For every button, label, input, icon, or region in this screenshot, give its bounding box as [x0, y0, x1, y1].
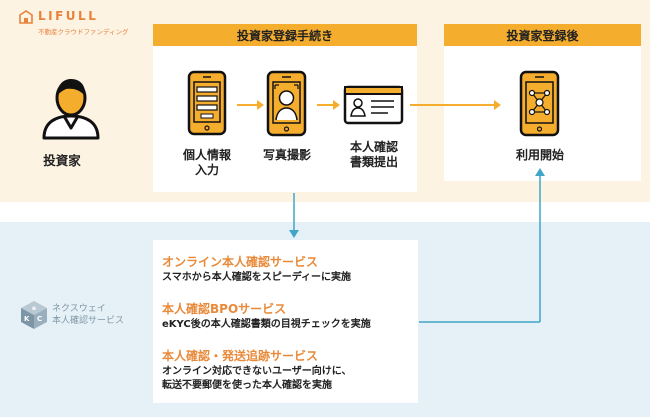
investor-person-icon — [42, 79, 100, 140]
service-desc-tracking-2: 転送不要郵便を使った本人確認を実施 — [162, 380, 332, 391]
arrow-right-long-icon — [410, 100, 501, 110]
provider-name: ネクスウェイ 本人確認サービス — [52, 304, 125, 326]
connector-down-arrow — [289, 193, 299, 238]
ekyc-cube-icon: e K C — [21, 301, 47, 329]
service-title-online: オンライン本人確認サービス — [162, 255, 319, 269]
services-panel: オンライン本人確認サービス スマホから本人確認をスピーディーに実施 本人確認BP… — [153, 240, 418, 403]
step-label-id-docs: 本人確認 書類提出 — [349, 140, 398, 169]
investor-label: 投資家 — [43, 153, 81, 168]
step-label-personal-info: 個人情報 入力 — [182, 148, 231, 177]
svg-text:C: C — [37, 315, 42, 323]
svg-text:e: e — [32, 305, 36, 312]
service-title-bpo: 本人確認BPOサービス — [162, 302, 287, 316]
nexway-ekyc-logo: e K C ネクスウェイ 本人確認サービス — [18, 300, 148, 332]
step-label-photo: 写真撮影 — [262, 148, 311, 162]
lifull-logo: LIFULL 不動産クラウドファンディング — [18, 9, 138, 43]
logo-tagline: 不動産クラウドファンディング — [38, 28, 129, 36]
svg-text:K: K — [24, 315, 30, 323]
id-card-icon — [343, 85, 404, 125]
arrow-right-icon — [317, 100, 340, 110]
service-desc-online: スマホから本人確認をスピーディーに実施 — [162, 272, 351, 283]
service-desc-tracking-1: オンライン対応できないユーザー向けに、 — [162, 366, 352, 377]
face-photo-phone-icon — [266, 70, 307, 137]
connector-up-arrow — [419, 168, 545, 323]
logo-wordmark: LIFULL — [38, 9, 99, 23]
step-label-start-use: 利用開始 — [515, 148, 564, 162]
after-registration-header: 投資家登録後 — [444, 24, 641, 46]
service-title-tracking: 本人確認・発送追跡サービス — [162, 349, 319, 363]
form-phone-icon — [187, 70, 227, 136]
procedure-header: 投資家登録手続き — [153, 24, 417, 46]
network-phone-icon — [519, 70, 560, 137]
house-logo-icon — [19, 10, 33, 24]
arrow-right-icon — [237, 100, 264, 110]
service-desc-bpo: eKYC後の本人確認書類の目視チェックを実施 — [162, 319, 371, 330]
